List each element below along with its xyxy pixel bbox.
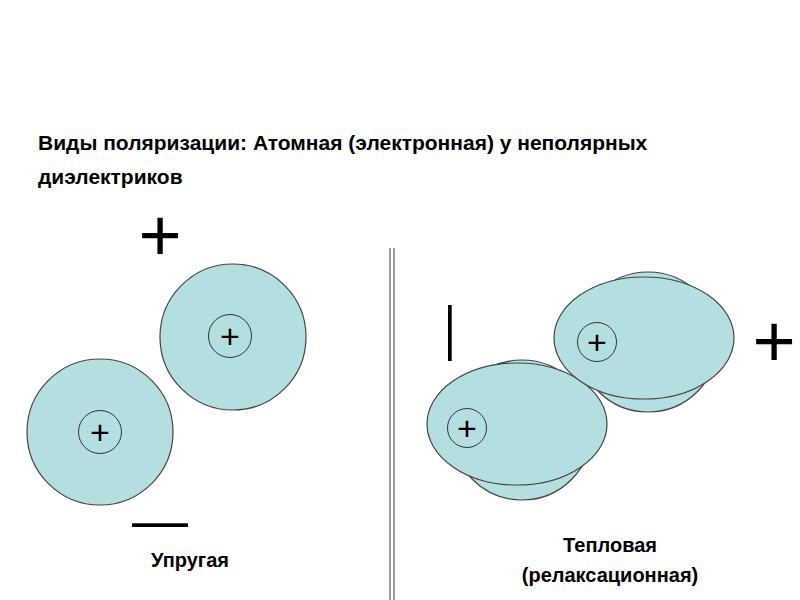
- divider-line: [389, 248, 391, 600]
- charge-sign: +: [457, 411, 477, 445]
- electron-cloud: [160, 264, 306, 410]
- charge-sign: +: [90, 415, 110, 449]
- panel-caption: Упругая: [151, 550, 229, 570]
- plate-sign: +: [752, 305, 795, 379]
- panel-caption: Тепловая (релаксационная): [500, 530, 720, 590]
- nucleus-circle: +: [577, 322, 617, 362]
- nucleus-circle: +: [78, 410, 122, 454]
- nucleus-circle: +: [447, 408, 487, 448]
- charge-sign: +: [587, 325, 607, 359]
- title: Виды поляризации: Атомная (электронная) …: [38, 126, 738, 194]
- electron-cloud: [27, 359, 173, 505]
- plate-sign: —: [132, 492, 188, 548]
- divider-line: [393, 248, 395, 600]
- electron-cloud-deformed: [554, 277, 734, 399]
- plate-sign: +: [138, 199, 181, 273]
- plate-sign: —: [427, 305, 483, 361]
- nucleus-circle: +: [208, 314, 252, 358]
- charge-sign: +: [220, 319, 240, 353]
